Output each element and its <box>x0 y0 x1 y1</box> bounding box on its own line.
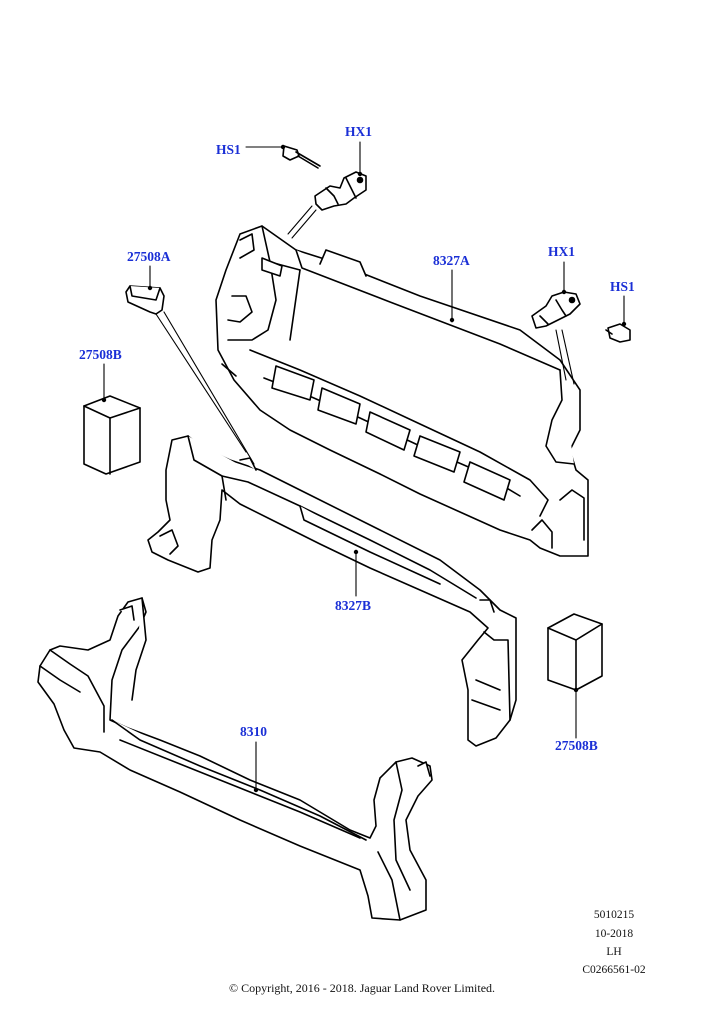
callout-8327a[interactable]: 8327A <box>433 253 470 268</box>
leader-dots <box>101 144 627 793</box>
reference-side: LH <box>606 946 622 958</box>
pad-27508a <box>125 285 165 315</box>
callout-27508a[interactable]: 27508A <box>127 249 171 264</box>
copyright-notice: © Copyright, 2016 - 2018. Jaguar Land Ro… <box>228 981 496 995</box>
screw-hs1-right <box>605 323 631 343</box>
callout-8310[interactable]: 8310 <box>240 724 267 739</box>
reference-code: C0266561-02 <box>582 964 646 976</box>
reference-date: 10-2018 <box>594 928 634 940</box>
callout-hx1-right[interactable]: HX1 <box>548 244 575 259</box>
clip-hx1-right <box>531 291 581 329</box>
callout-8327b[interactable]: 8327B <box>335 598 372 613</box>
callout-hs1-right[interactable]: HS1 <box>610 279 635 294</box>
foam-block-27508b-left <box>83 395 141 475</box>
callout-hs1-top[interactable]: HS1 <box>216 142 241 157</box>
callout-hx1-top[interactable]: HX1 <box>345 124 372 139</box>
air-deflector-8327b <box>147 435 517 747</box>
callout-27508b-left[interactable]: 27508B <box>79 347 122 362</box>
air-deflector-8310 <box>37 597 433 921</box>
air-deflector-8327a <box>215 225 589 557</box>
clip-hx1-top <box>314 171 367 211</box>
foam-block-27508b-right <box>547 613 603 691</box>
screw-hs1-top <box>282 145 321 169</box>
callout-27508b-right[interactable]: 27508B <box>555 738 598 753</box>
reference-number: 5010215 <box>593 909 635 921</box>
leader-lines <box>103 141 625 791</box>
